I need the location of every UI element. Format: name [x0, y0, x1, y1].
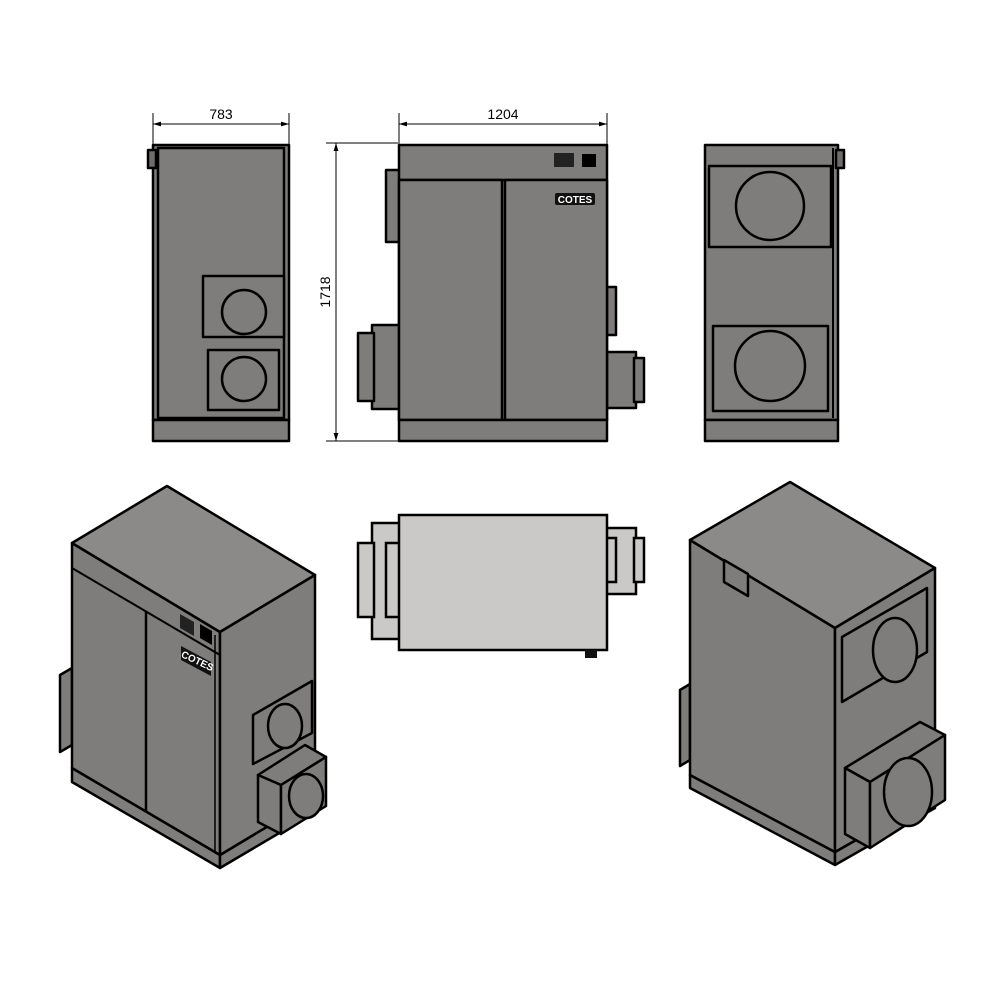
isometric-front-view: COTES [58, 484, 328, 870]
height-dimension: 1718 [317, 142, 398, 442]
brand-logo [555, 193, 595, 205]
isometric-rear-view [678, 480, 947, 867]
top-view [356, 513, 646, 658]
side-view-left: 783 [146, 106, 291, 443]
front-view: 1204 COTES [356, 106, 646, 443]
dimension-width-side: 783 [209, 106, 233, 122]
dimension-width-front: 1204 [487, 106, 518, 122]
dimension-height: 1718 [317, 276, 333, 307]
switch-icon [582, 154, 596, 167]
rear-view [703, 143, 846, 443]
svg-text:COTES: COTES [558, 195, 593, 206]
display-icon [554, 153, 574, 167]
